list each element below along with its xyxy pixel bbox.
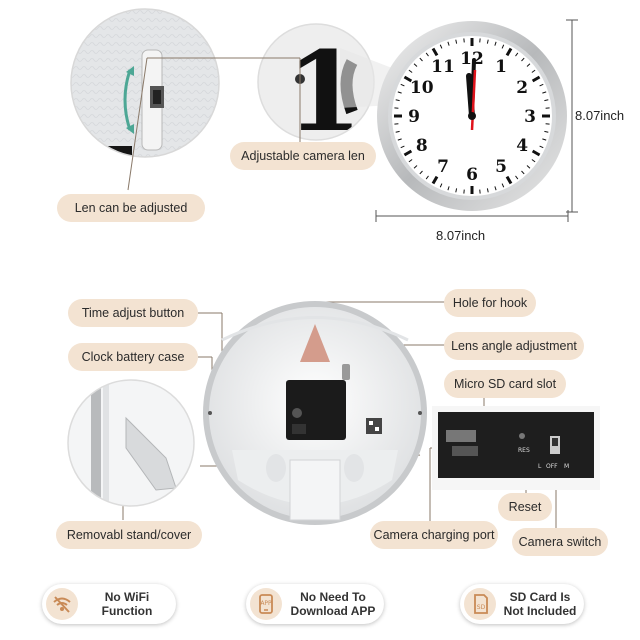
- circuit-board-image: RES L OFF M: [432, 406, 600, 490]
- minute-tick: [447, 41, 450, 46]
- callout-hole-hook: Hole for hook: [444, 289, 536, 317]
- clock-numeral: 3: [524, 107, 536, 127]
- clock-numeral: 2: [516, 78, 528, 98]
- minute-tick: [425, 175, 429, 180]
- minute-tick: [400, 145, 405, 149]
- minute-tick: [526, 63, 531, 67]
- callout-time-adjust: Time adjust button: [68, 299, 198, 327]
- minute-tick: [455, 39, 458, 44]
- callout-sd-slot: Micro SD card slot: [444, 370, 566, 398]
- hour-tick: [505, 47, 513, 57]
- feature-line1: SD Card Is: [509, 590, 571, 604]
- feature-line2: Not Included: [503, 604, 577, 618]
- minute-tick: [395, 99, 400, 102]
- callout-adjustable-camera: Adjustable camera len: [230, 142, 376, 170]
- minute-tick: [526, 165, 531, 169]
- clock-numeral: 4: [516, 136, 528, 156]
- lens-closeup-image: [70, 8, 220, 158]
- minute-tick: [419, 170, 423, 175]
- minute-tick: [447, 186, 450, 191]
- clock-numeral: 10: [410, 78, 434, 98]
- minute-tick: [539, 83, 544, 87]
- clock-back-image: [203, 301, 427, 525]
- minute-tick: [455, 188, 458, 193]
- svg-text:SD: SD: [477, 604, 486, 611]
- minute-tick: [397, 91, 402, 94]
- hour-tick: [431, 175, 439, 185]
- clock-numeral: 9: [408, 107, 420, 127]
- minute-tick: [501, 44, 505, 49]
- callout-camera-switch: Camera switch: [512, 528, 608, 556]
- feature-line2: Download APP: [290, 604, 376, 618]
- clock-numeral: 1: [495, 57, 507, 77]
- callout-lens-angle: Lens angle adjustment: [444, 332, 584, 360]
- app-icon: APP: [250, 588, 282, 620]
- minute-tick: [542, 91, 547, 94]
- minute-tick: [531, 69, 536, 73]
- minute-tick: [419, 57, 423, 62]
- minute-tick: [521, 57, 525, 62]
- minute-tick: [397, 138, 402, 141]
- sd-card-icon: SD: [464, 588, 496, 620]
- feature-line1: No WiFi: [104, 590, 150, 604]
- minute-tick: [413, 63, 418, 67]
- hour-tick: [403, 75, 413, 83]
- callout-reset: Reset: [498, 493, 552, 521]
- minute-tick: [542, 138, 547, 141]
- hour-tick: [403, 149, 413, 157]
- minute-tick: [408, 69, 413, 73]
- clock-numeral: 5: [495, 157, 507, 177]
- minute-tick: [501, 183, 505, 188]
- minute-tick: [544, 130, 549, 133]
- callout-battery-case: Clock battery case: [68, 343, 198, 371]
- camera-digit-zoom-image: 1: [257, 23, 375, 141]
- minute-tick: [494, 41, 497, 46]
- switch-l-label: L: [538, 463, 542, 470]
- hour-tick: [505, 175, 513, 185]
- callout-len-adjusted: Len can be adjusted: [57, 194, 205, 222]
- minute-tick: [494, 186, 497, 191]
- hour-tick: [431, 47, 439, 57]
- clock-numeral: 12: [460, 49, 484, 69]
- minute-tick: [539, 145, 544, 149]
- no-wifi-icon: [46, 588, 78, 620]
- minute-tick: [544, 99, 549, 102]
- minute-tick: [515, 52, 519, 57]
- clock-numeral: 8: [416, 136, 428, 156]
- hour-tick: [531, 149, 541, 157]
- feature-line1: No Need To: [300, 590, 366, 604]
- switch-off-label: OFF: [546, 463, 558, 470]
- minute-tick: [515, 175, 519, 180]
- minute-tick: [521, 170, 525, 175]
- width-dimension: 8.07inch: [436, 228, 486, 243]
- callout-charging-port: Camera charging port: [370, 521, 498, 549]
- feature-line2: Function: [101, 604, 153, 618]
- callout-stand-cover: Removabl stand/cover: [56, 521, 202, 549]
- minute-tick: [486, 39, 489, 44]
- hour-tick: [531, 75, 541, 83]
- minute-tick: [439, 183, 443, 188]
- minute-tick: [413, 165, 418, 169]
- clock-numeral: 6: [466, 165, 478, 185]
- minute-tick: [439, 44, 443, 49]
- minute-tick: [486, 188, 489, 193]
- stand-closeup-image: [67, 379, 195, 507]
- minute-tick: [400, 83, 405, 87]
- minute-tick: [425, 52, 429, 57]
- clock-numeral: 11: [431, 57, 455, 77]
- switch-m-label: M: [564, 463, 569, 470]
- height-dimension: 8.07inch: [575, 108, 625, 123]
- minute-tick: [408, 159, 413, 163]
- res-label: RES: [518, 447, 530, 454]
- minute-tick: [395, 130, 400, 133]
- clock-numeral: 7: [437, 157, 449, 177]
- minute-tick: [531, 159, 536, 163]
- svg-text:APP: APP: [260, 600, 272, 607]
